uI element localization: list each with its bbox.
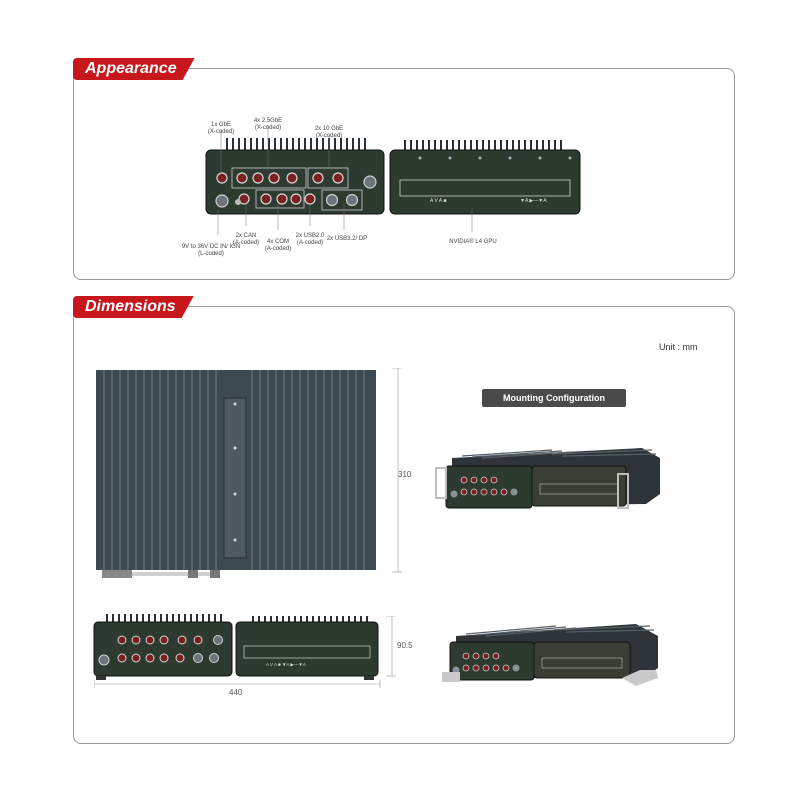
mounting-image-bottom <box>442 624 658 686</box>
front-panel-image: A V A ■ ▼A ▶—▼A <box>205 138 581 215</box>
label-1x-gbe: 1x GbE(X-coded) <box>207 122 235 135</box>
label-4x-com: 4x COM(A-coded) <box>264 239 292 252</box>
label-2x-10gbe: 2x 10 GbE(X-coded) <box>314 126 344 139</box>
dimensions-title: Dimensions <box>73 296 194 318</box>
width-value: 440 <box>229 688 243 697</box>
height-value: 90.5 <box>397 641 413 650</box>
front-view-drawing: A V A ■ ▼A ▶—▼A <box>93 614 379 680</box>
svg-text:▼A ▶—▼A: ▼A ▶—▼A <box>520 198 547 204</box>
mounting-image-top <box>435 448 660 509</box>
depth-value: 310 <box>398 470 412 479</box>
top-view-drawing <box>96 370 376 578</box>
label-gpu: NVIDIA® L4 GPU <box>449 239 497 245</box>
width-dimension-line <box>94 680 381 688</box>
svg-text:A V A ■: A V A ■ <box>430 198 446 204</box>
mounting-configuration-label: Mounting Configuration <box>482 389 626 407</box>
label-2x-usb32-dp: 2x USB3.2/ DP <box>326 236 368 242</box>
height-dimension-line <box>386 616 396 677</box>
unit-label: Unit : mm <box>659 342 698 352</box>
depth-dimension-line <box>392 368 402 573</box>
label-2x-can: 2x CAN(A-coded) <box>232 233 260 246</box>
appearance-title: Appearance <box>73 58 195 80</box>
label-2x-usb20: 2x USB2.0(A-coded) <box>295 233 325 246</box>
label-power-input: 9V to 36V DC IN/ IGN(L-coded) <box>181 244 241 257</box>
label-4x-25gbe: 4x 2.5GbE(X-coded) <box>253 118 283 131</box>
svg-text:A V A ■ ▼A: A V A ■ ▼A ▶—▼A <box>266 662 306 667</box>
